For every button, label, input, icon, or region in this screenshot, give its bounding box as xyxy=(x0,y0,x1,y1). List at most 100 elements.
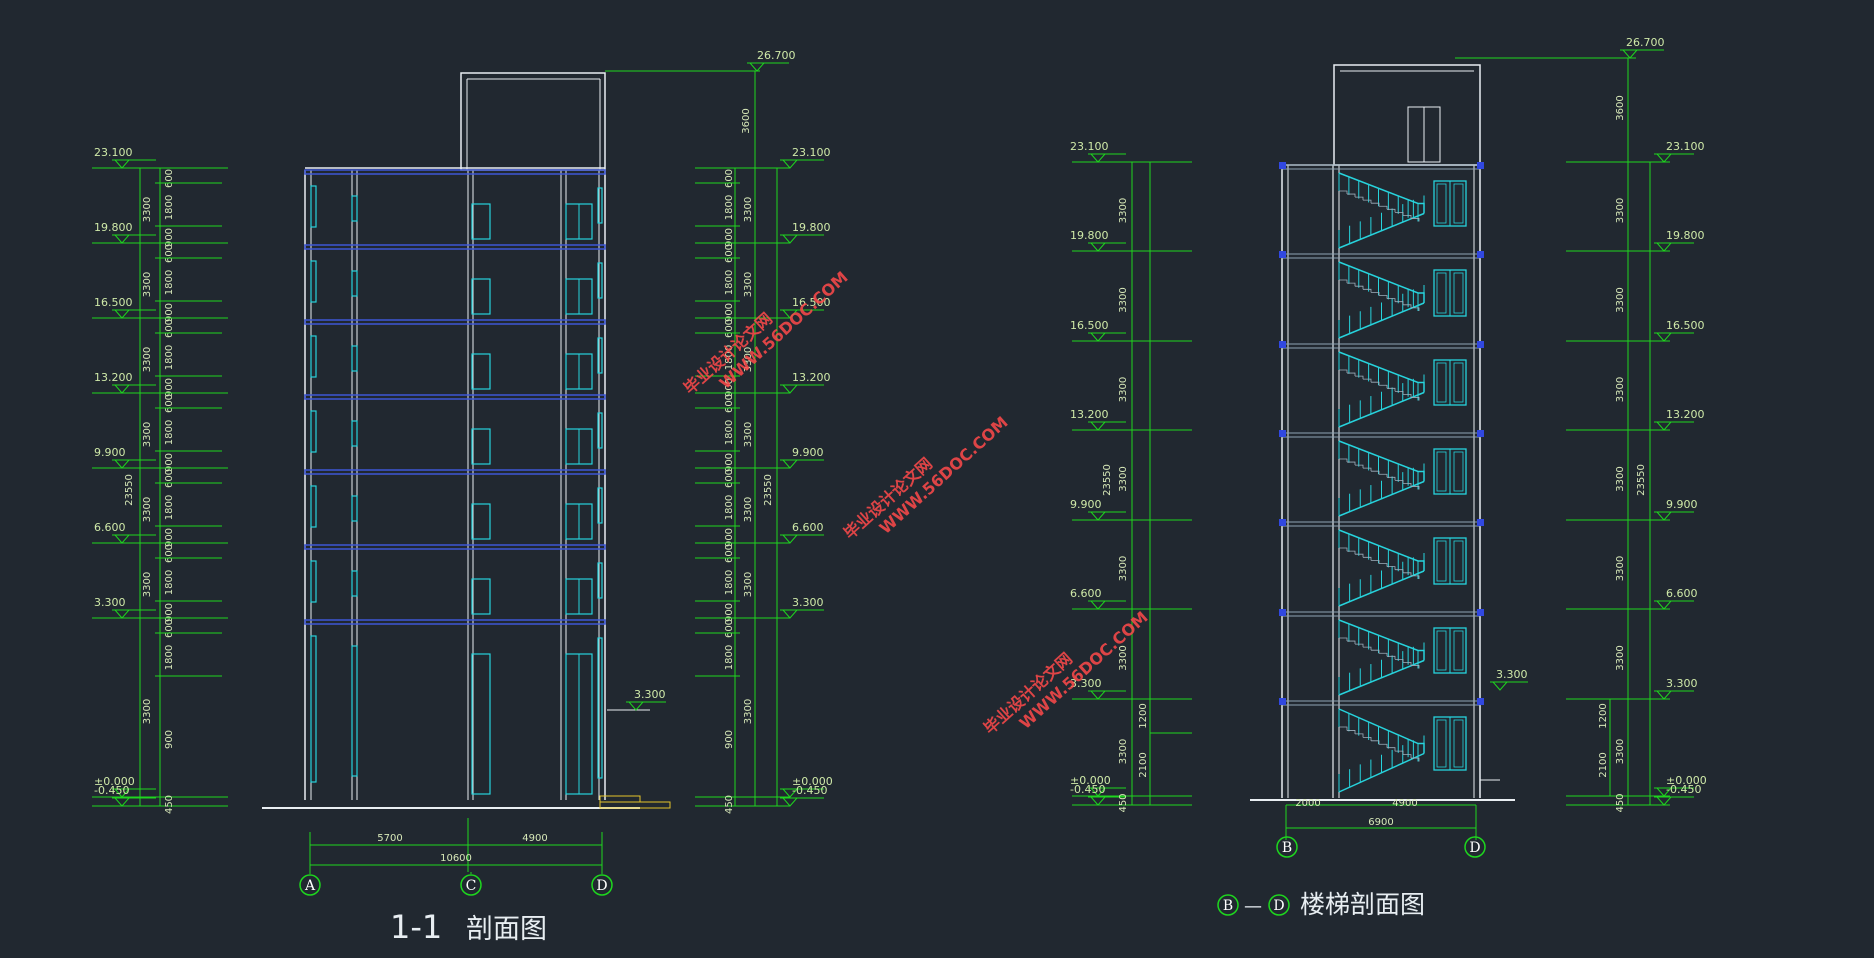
room-door-3 xyxy=(471,428,491,465)
stair-tread-a-0-9 xyxy=(1411,218,1420,222)
facade-window-left-3 xyxy=(310,410,317,453)
facade-window-left-0 xyxy=(310,185,317,228)
floor-slab-3 xyxy=(304,394,606,400)
stair-left-elev-0-value: 23.100 xyxy=(1070,140,1109,153)
stair-tread-a-6-7 xyxy=(1395,750,1404,755)
facade-window-right-3 xyxy=(597,412,603,449)
stair-tread-a-2-4 xyxy=(1371,381,1380,386)
stair-right-elev-0-symbol xyxy=(1621,49,1639,59)
left-elev-4-symbol xyxy=(113,459,131,469)
corridor-window-5 xyxy=(351,570,358,597)
stair-floor-slab-3 xyxy=(1281,432,1481,438)
left-sub-dim-15: 600 xyxy=(164,544,175,563)
left-story-dim-4: 3300 xyxy=(142,497,153,522)
slab-marker-left-0 xyxy=(1279,162,1286,169)
right-stair-section: 3.30023.10019.80016.50013.2009.9006.6003… xyxy=(1070,36,1707,858)
right-elev-4-symbol xyxy=(781,384,799,394)
right-sub-dim-15: 600 xyxy=(724,544,735,563)
stair-window-pane-a-0 xyxy=(1436,183,1447,224)
right-elev-5-symbol xyxy=(781,459,799,469)
left-story-dim-2: 3300 xyxy=(142,347,153,372)
left-sub-dim-0: 600 xyxy=(164,169,175,188)
stair-left-elev-8-symbol xyxy=(1089,796,1107,806)
stair-right-story-dim-1: 3300 xyxy=(1615,287,1626,312)
right-story-dim-2: 3300 xyxy=(743,347,754,372)
left-elev-5-symbol xyxy=(113,534,131,544)
right-sub-dim-4: 1800 xyxy=(724,270,735,295)
stair-right-elev-4-value: 13.200 xyxy=(1666,408,1705,421)
stair-tread-a-2-3 xyxy=(1363,378,1372,383)
room-door-6 xyxy=(471,653,491,795)
floor-slab-5 xyxy=(304,544,606,550)
stair-right-elev-5-value: 9.900 xyxy=(1666,498,1698,511)
stair-right-elev-6-value: 6.600 xyxy=(1666,587,1698,600)
right-sub-dim-14: 900 xyxy=(724,528,735,547)
right-elev-5-value: 9.900 xyxy=(792,446,824,459)
right-sub-dim-5: 900 xyxy=(724,303,735,322)
stair-tread-a-5-1 xyxy=(1347,640,1356,645)
stair-tread-a-1-1 xyxy=(1347,282,1356,287)
stair-tread-a-5-6 xyxy=(1387,655,1396,660)
left-story-dim-0: 3300 xyxy=(142,197,153,222)
stair-tread-a-3-3 xyxy=(1363,467,1372,472)
stair-tread-a-1-3 xyxy=(1363,288,1372,293)
stair-entry-elevation-value: 3.300 xyxy=(1496,668,1528,681)
left-sub-dim-5: 900 xyxy=(164,303,175,322)
stair-window-pane-a-5 xyxy=(1436,630,1447,671)
stair-window-pane-b-3 xyxy=(1453,451,1464,492)
right-total-height: 23550 xyxy=(763,474,774,506)
section-title-text: 剖面图 xyxy=(466,914,547,945)
slab-marker-left-1 xyxy=(1279,251,1286,258)
right-sub-dim-13: 1800 xyxy=(724,495,735,520)
floor-slab-0 xyxy=(304,169,606,175)
right-elev-9-value: -0.450 xyxy=(792,784,827,797)
watermark-line2-2: WWW.56DOC.COM xyxy=(1016,608,1152,733)
left-sub-dim-7: 1800 xyxy=(164,345,175,370)
stair-handrail-a-1 xyxy=(1338,261,1425,303)
right-elev-0-symbol xyxy=(748,62,766,72)
stair-bottom-total-dim: 6900 xyxy=(1368,817,1393,828)
left-sub-dim-21: 450 xyxy=(164,795,175,814)
stair-window-pane-b-1 xyxy=(1453,272,1464,314)
stair-left-elev-1-symbol xyxy=(1089,242,1107,252)
stair-left-elev-5-symbol xyxy=(1089,600,1107,610)
room-door-0 xyxy=(471,203,491,240)
left-elev-4-value: 9.900 xyxy=(94,446,126,459)
stair-right-story-dim-2: 3300 xyxy=(1615,377,1626,402)
stair-tread-a-0-1 xyxy=(1347,193,1356,198)
right-story-dim-3: 3300 xyxy=(743,422,754,447)
left-sub-dim-6: 600 xyxy=(164,319,175,338)
left-story-dim-3: 3300 xyxy=(142,422,153,447)
stair-tread-a-4-7 xyxy=(1395,569,1404,573)
stair-tread-a-3-5 xyxy=(1379,473,1388,478)
slab-marker-right-2 xyxy=(1477,341,1484,348)
right-elev-6-symbol xyxy=(781,534,799,544)
slab-marker-right-1 xyxy=(1477,251,1484,258)
stair-tread-a-5-8 xyxy=(1403,662,1412,666)
stair-window-pane-b-2 xyxy=(1453,362,1464,403)
stair-left-elev-3-symbol xyxy=(1089,421,1107,431)
right-sub-dim-9: 600 xyxy=(724,394,735,413)
stair-tread-a-4-1 xyxy=(1347,550,1356,555)
right-elev-2-value: 19.800 xyxy=(792,221,831,234)
entry-elevation-value: 3.300 xyxy=(634,688,666,701)
stair-right-ground-dim-0: 1200 xyxy=(1598,703,1609,728)
stair-axis-label-0: B xyxy=(1282,840,1292,856)
right-sub-dim-18: 600 xyxy=(724,619,735,638)
corridor-window-3 xyxy=(351,420,358,447)
right-elev-4-value: 13.200 xyxy=(792,371,831,384)
room-door-5 xyxy=(471,578,491,615)
stair-tread-a-3-6 xyxy=(1387,476,1396,481)
stair-right-elev-7-symbol xyxy=(1655,690,1673,700)
right-sub-dim-7: 1800 xyxy=(724,345,735,370)
stair-tread-a-6-3 xyxy=(1363,736,1372,741)
stair-section-title: B — D 楼梯剖面图 xyxy=(1217,890,1425,919)
slab-marker-left-5 xyxy=(1279,609,1286,616)
stair-left-story-dim-4: 3300 xyxy=(1118,556,1129,581)
slab-marker-right-6 xyxy=(1477,698,1484,705)
bottom-dim-0: 5700 xyxy=(377,833,402,844)
facade-window-right-0 xyxy=(597,187,603,224)
stair-right-story-dim-3: 3300 xyxy=(1615,466,1626,491)
left-story-dim-1: 3300 xyxy=(142,272,153,297)
stair-tread-a-5-9 xyxy=(1411,665,1420,669)
